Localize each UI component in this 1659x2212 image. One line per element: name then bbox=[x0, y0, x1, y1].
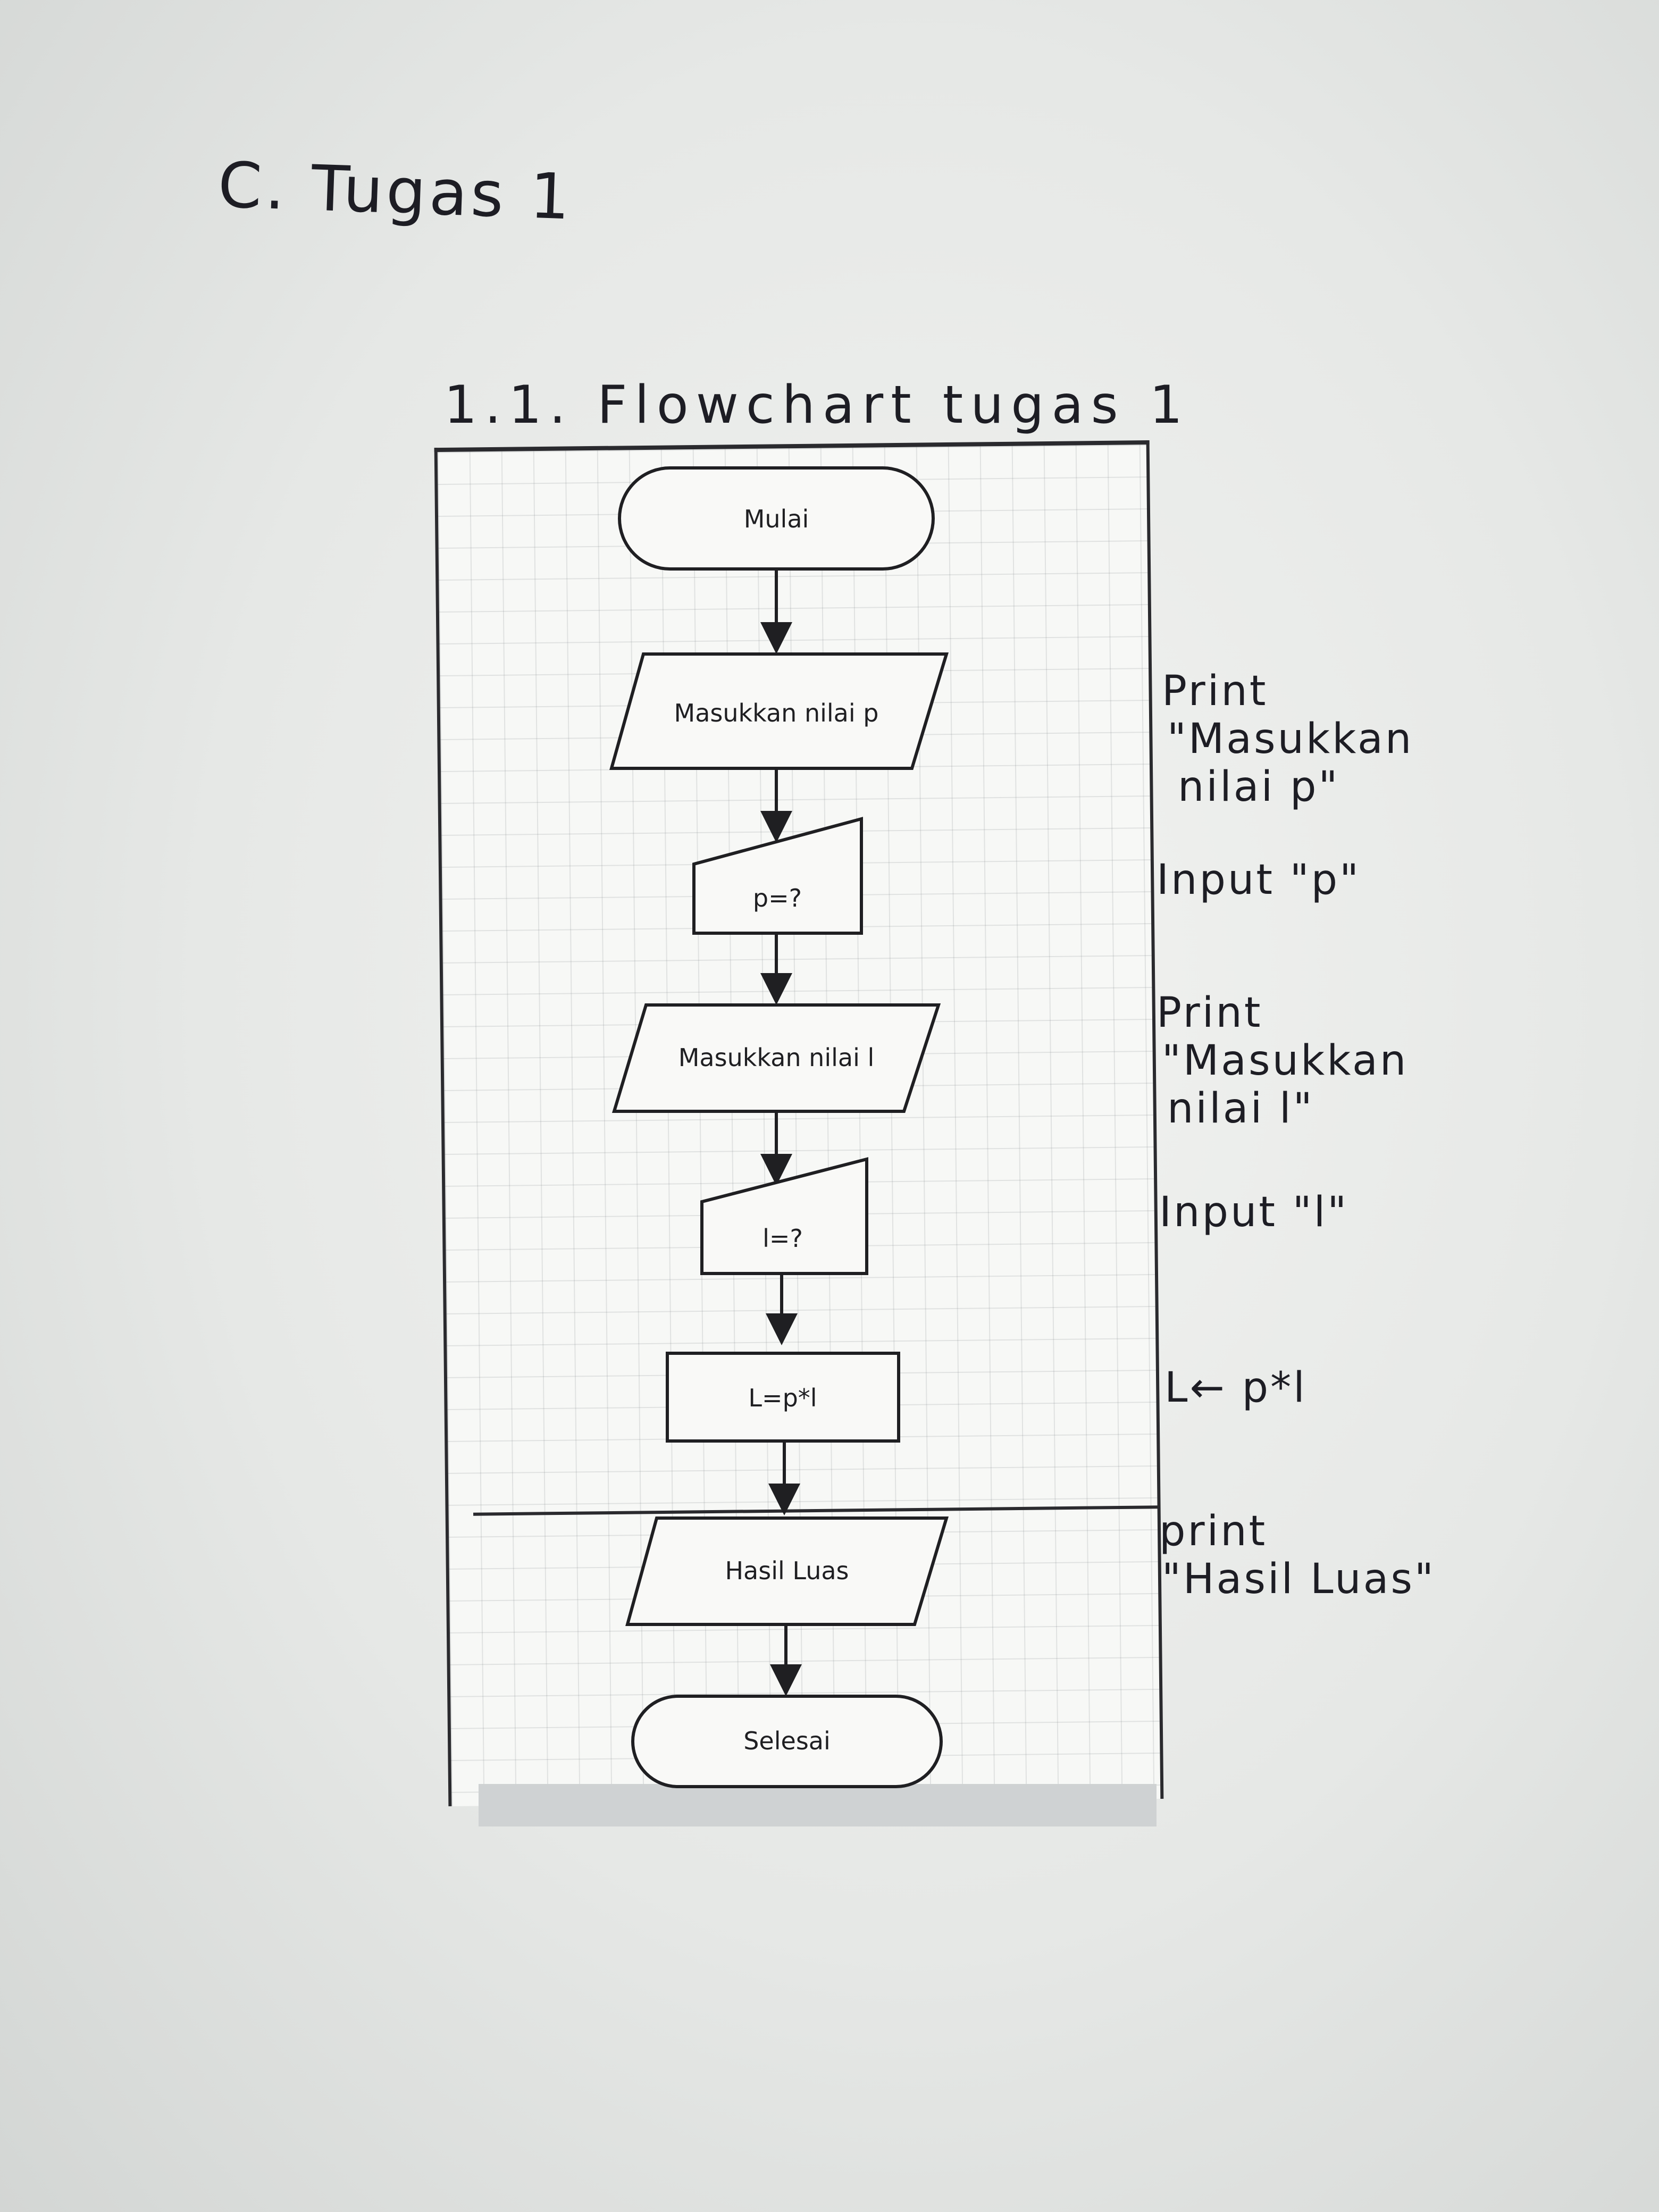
note-print-result: print "Hasil Luas" bbox=[1159, 1507, 1436, 1603]
prompt-l-parallelogram: Masukkan nilai l bbox=[611, 1003, 941, 1113]
note-line: Print bbox=[1162, 667, 1268, 715]
output-label: Hasil Luas bbox=[725, 1556, 849, 1585]
prompt-p-parallelogram: Masukkan nilai p bbox=[609, 652, 949, 770]
output-parallelogram: Hasil Luas bbox=[625, 1516, 949, 1626]
note-line: "Masukkan bbox=[1162, 1037, 1409, 1085]
process-rectangle: L=p*l bbox=[666, 1352, 900, 1443]
note-line: nilai l" bbox=[1167, 1085, 1314, 1133]
input-p-shape: p=? bbox=[692, 817, 863, 935]
note-line: print bbox=[1159, 1507, 1268, 1555]
input-l-label: l=? bbox=[763, 1224, 803, 1253]
prompt-p-label: Masukkan nilai p bbox=[674, 699, 879, 727]
input-l-shape: l=? bbox=[700, 1157, 868, 1275]
note-print-l: Print "Masukkan nilai l" bbox=[1157, 989, 1408, 1133]
prompt-l-label: Masukkan nilai l bbox=[678, 1043, 875, 1072]
end-label: Selesai bbox=[743, 1727, 831, 1755]
input-p-label: p=? bbox=[753, 884, 802, 912]
process-label: L=p*l bbox=[748, 1384, 817, 1412]
flowchart-subtitle: 1.1. Flowchart tugas 1 bbox=[444, 375, 1191, 435]
panel-footer-strip bbox=[479, 1784, 1157, 1826]
note-line: "Masukkan bbox=[1167, 715, 1414, 763]
start-label: Mulai bbox=[744, 505, 809, 533]
note-print-p: Print "Masukkan nilai p" bbox=[1162, 667, 1413, 811]
note-line: nilai p" bbox=[1178, 763, 1340, 811]
start-terminal: Mulai bbox=[618, 466, 935, 571]
note-line: "Hasil Luas" bbox=[1162, 1555, 1436, 1603]
note-assign: L← p*l bbox=[1164, 1364, 1307, 1412]
end-terminal: Selesai bbox=[631, 1695, 943, 1788]
note-line: Print bbox=[1157, 989, 1263, 1037]
note-input-p: Input "p" bbox=[1157, 856, 1361, 904]
note-input-l: Input "l" bbox=[1159, 1188, 1349, 1236]
